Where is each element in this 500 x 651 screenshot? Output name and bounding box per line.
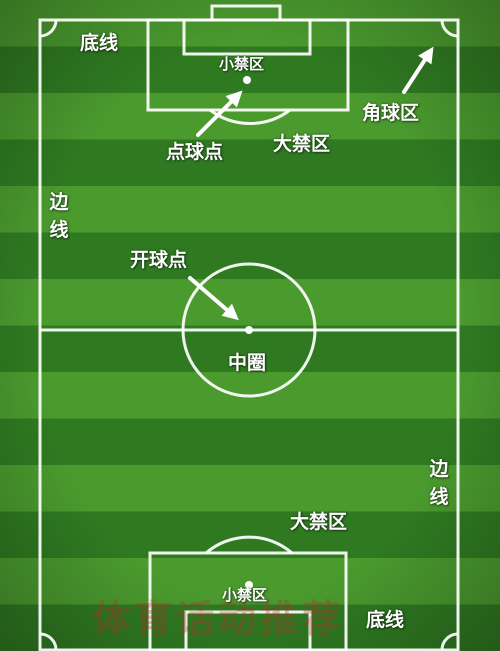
label-kickoff-spot: 开球点 xyxy=(130,249,188,271)
arrow-corner-area xyxy=(402,46,434,94)
label-center-circle: 中圈 xyxy=(228,352,267,374)
goal-area-bottom-line xyxy=(184,610,312,651)
penalty-spot-top xyxy=(243,76,251,84)
watermark-text: 体育话动推荐 xyxy=(92,596,345,641)
center-circle-line xyxy=(181,262,317,398)
label-end-line-top: 底线 xyxy=(80,32,119,54)
corner-arc-bottom-right xyxy=(440,632,459,651)
label-penalty-spot: 点球点 xyxy=(166,141,224,163)
penalty-arc-bottom xyxy=(205,535,293,555)
label-penalty-area-bottom: 大禁区 xyxy=(290,511,348,533)
penalty-spot-bottom xyxy=(245,581,253,589)
label-corner-area: 角球区 xyxy=(362,102,420,124)
corner-arc-bottom-left xyxy=(39,632,58,651)
label-small-box-top: 小禁区 xyxy=(219,55,265,73)
arrow-penalty-spot xyxy=(196,90,243,137)
label-end-line-bottom: 底线 xyxy=(366,609,405,631)
label-touchline-left: 边线 xyxy=(49,191,69,241)
kickoff-spot-dot xyxy=(245,326,253,334)
corner-arc-top-left xyxy=(39,19,58,38)
label-small-box-bottom: 小禁区 xyxy=(222,586,268,604)
label-penalty-area-top: 大禁区 xyxy=(273,133,331,155)
corner-arc-top-right xyxy=(440,19,459,38)
label-touchline-right: 边线 xyxy=(429,458,449,508)
goal-top xyxy=(210,4,282,22)
arrow-kickoff-spot xyxy=(188,276,239,321)
